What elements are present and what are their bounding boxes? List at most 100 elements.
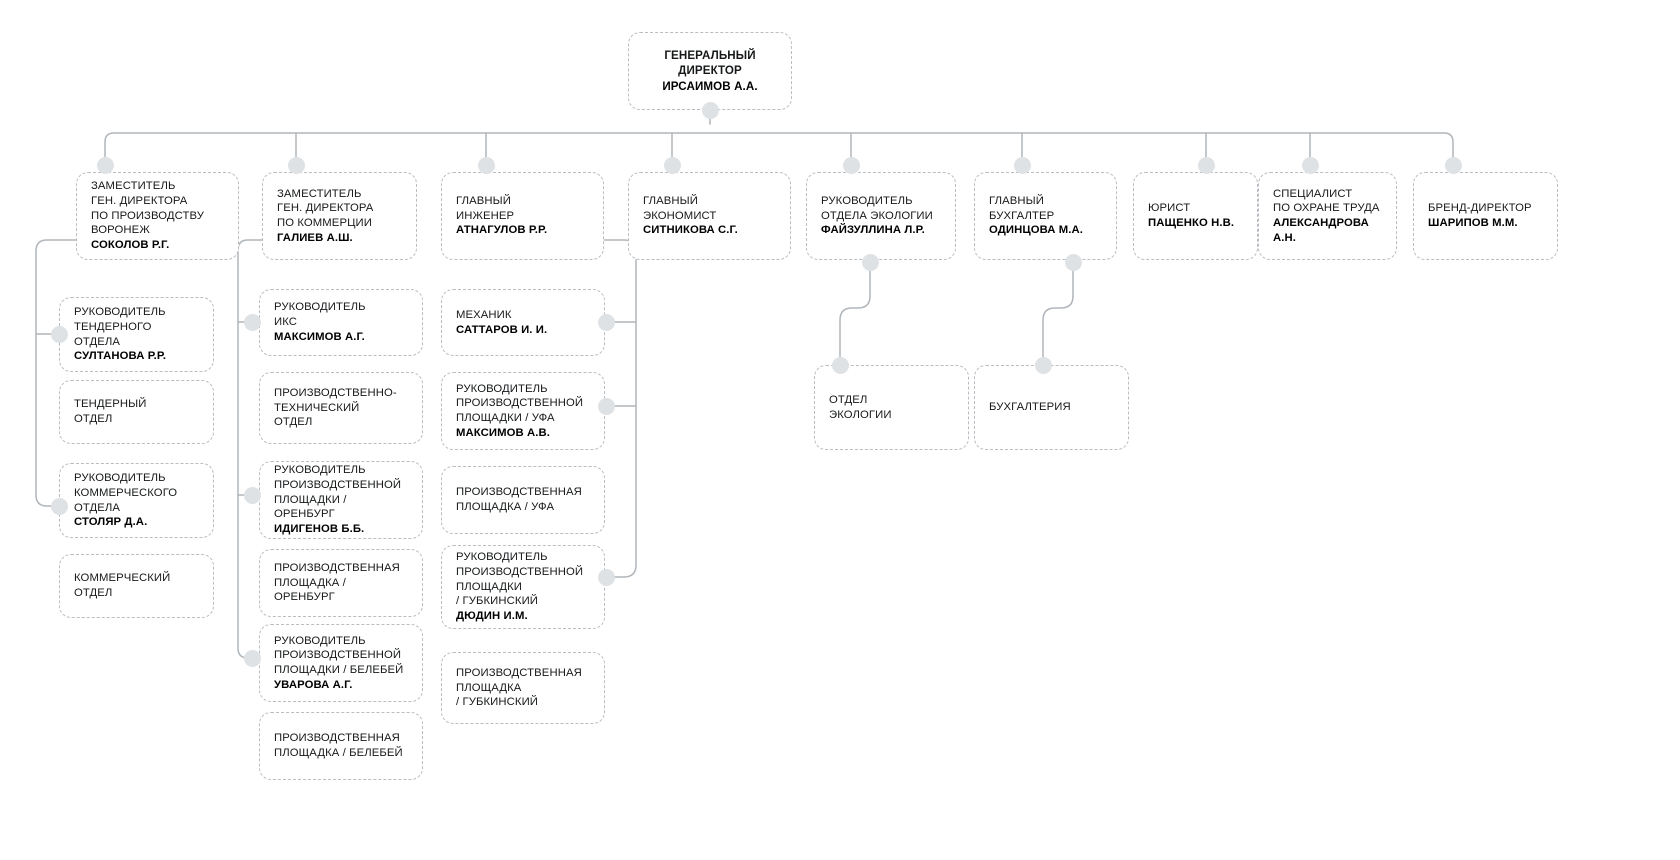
org-node-site-orenburg[interactable]: ПРОИЗВОДСТВЕННАЯ ПЛОЩАДКА / ОРЕНБУРГ — [259, 549, 423, 617]
org-node-deputy-commerce[interactable]: ЗАМЕСТИТЕЛЬ ГЕН. ДИРЕКТОРА ПО КОММЕРЦИИ Г… — [262, 172, 417, 260]
org-node-person-deputy-production-voronezh: СОКОЛОВ Р.Г. — [91, 239, 170, 251]
org-node-text-deputy-commerce: ЗАМЕСТИТЕЛЬ ГЕН. ДИРЕКТОРА ПО КОММЕРЦИИ Г… — [263, 187, 416, 246]
org-node-role-deputy-production-voronezh: ЗАМЕСТИТЕЛЬ ГЕН. ДИРЕКТОРА ПО ПРОИЗВОДСТ… — [91, 180, 205, 237]
org-node-text-chief-engineer: ГЛАВНЫЙ ИНЖЕНЕР АТНАГУЛОВ Р.Р. — [442, 194, 603, 238]
org-node-person-head-site-belebey: УВАРОВА А.Г. — [274, 678, 353, 691]
org-node-person-chief-engineer: АТНАГУЛОВ Р.Р. — [456, 224, 548, 237]
connector-dot-labor-safety-specialist — [1301, 156, 1319, 174]
org-node-text-head-site-belebey: РУКОВОДИТЕЛЬ ПРОИЗВОДСТВЕННОЙ ПЛОЩАДКИ /… — [260, 634, 422, 693]
org-node-head-site-ufa[interactable]: РУКОВОДИТЕЛЬ ПРОИЗВОДСТВЕННОЙ ПЛОЩАДКИ /… — [441, 372, 605, 450]
org-node-role-lawyer: ЮРИСТ — [1148, 202, 1191, 215]
org-node-site-ufa[interactable]: ПРОИЗВОДСТВЕННАЯ ПЛОЩАДКА / УФА — [441, 466, 605, 534]
org-node-ecology-dept[interactable]: ОТДЕЛ ЭКОЛОГИИ — [814, 365, 969, 450]
org-node-role-tender-dept: ТЕНДЕРНЫЙ ОТДЕЛ — [74, 398, 147, 425]
org-node-commercial-dept[interactable]: КОММЕРЧЕСКИЙ ОТДЕЛ — [59, 554, 214, 618]
connector-dot-head-tender-dept — [50, 325, 68, 343]
org-node-role-head-site-belebey: РУКОВОДИТЕЛЬ ПРОИЗВОДСТВЕННОЙ ПЛОЩАДКИ /… — [274, 634, 404, 676]
org-node-text-site-gubkinsky: ПРОИЗВОДСТВЕННАЯ ПЛОЩАДКА / ГУБКИНСКИЙ — [442, 666, 604, 710]
org-node-person-head-iks: МАКСИМОВ А.Г. — [274, 330, 365, 343]
org-node-production-technical-dept[interactable]: ПРОИЗВОДСТВЕННО- ТЕХНИЧЕСКИЙ ОТДЕЛ — [259, 372, 423, 444]
org-node-role-deputy-commerce: ЗАМЕСТИТЕЛЬ ГЕН. ДИРЕКТОРА ПО КОММЕРЦИИ — [277, 187, 374, 229]
org-node-text-accounting-dept: БУХГАЛТЕРИЯ — [975, 400, 1128, 415]
org-node-text-ecology-dept: ОТДЕЛ ЭКОЛОГИИ — [815, 393, 968, 422]
org-node-tender-dept[interactable]: ТЕНДЕРНЫЙ ОТДЕЛ — [59, 380, 214, 444]
org-node-person-brand-director: ШАРИПОВ М.М. — [1428, 217, 1518, 229]
org-node-site-belebey[interactable]: ПРОИЗВОДСТВЕННАЯ ПЛОЩАДКА / БЕЛЕБЕЙ — [259, 712, 423, 780]
connector-dot-ecology-source — [861, 253, 879, 271]
org-node-chief-engineer[interactable]: ГЛАВНЫЙ ИНЖЕНЕР АТНАГУЛОВ Р.Р. — [441, 172, 604, 260]
org-node-head-site-gubkinsky[interactable]: РУКОВОДИТЕЛЬ ПРОИЗВОДСТВЕННОЙ ПЛОЩАДКИ /… — [441, 545, 605, 629]
connector-dot-head-commercial-dept — [50, 497, 68, 515]
org-node-site-gubkinsky[interactable]: ПРОИЗВОДСТВЕННАЯ ПЛОЩАДКА / ГУБКИНСКИЙ — [441, 652, 605, 724]
org-node-head-site-orenburg[interactable]: РУКОВОДИТЕЛЬ ПРОИЗВОДСТВЕННОЙ ПЛОЩАДКИ /… — [259, 461, 423, 539]
connector-dot-deputy-production-voronezh — [96, 156, 114, 174]
connector-dot-accounting-dept — [1034, 356, 1052, 374]
org-node-text-commercial-dept: КОММЕРЧЕСКИЙ ОТДЕЛ — [60, 571, 213, 600]
connector-dot-head-ecology-dept — [842, 156, 860, 174]
org-node-person-chief-accountant: ОДИНЦОВА М.А. — [989, 224, 1084, 237]
org-node-person-head-site-ufa: МАКСИМОВ А.В. — [456, 426, 550, 439]
org-node-text-brand-director: БРЕНД-ДИРЕКТОР ШАРИПОВ М.М. — [1414, 201, 1557, 230]
org-node-text-site-orenburg: ПРОИЗВОДСТВЕННАЯ ПЛОЩАДКА / ОРЕНБУРГ — [260, 561, 422, 605]
org-node-text-tender-dept: ТЕНДЕРНЫЙ ОТДЕЛ — [60, 397, 213, 426]
org-node-role-site-belebey: ПРОИЗВОДСТВЕННАЯ ПЛОЩАДКА / БЕЛЕБЕЙ — [274, 732, 403, 759]
connector-dot-chief-economist — [663, 156, 681, 174]
org-node-role-head-iks: РУКОВОДИТЕЛЬ ИКС — [274, 301, 366, 329]
org-node-role-head-ecology-dept: РУКОВОДИТЕЛЬ ОТДЕЛА ЭКОЛОГИИ — [821, 194, 933, 222]
connector-dot-head-site-orenburg — [243, 486, 261, 504]
org-node-text-head-site-gubkinsky: РУКОВОДИТЕЛЬ ПРОИЗВОДСТВЕННОЙ ПЛОЩАДКИ /… — [442, 550, 604, 623]
connector-dot-accounting-source — [1064, 253, 1082, 271]
org-node-text-mechanic: МЕХАНИК САТТАРОВ И. И. — [442, 308, 604, 337]
org-node-deputy-production-voronezh[interactable]: ЗАМЕСТИТЕЛЬ ГЕН. ДИРЕКТОРА ПО ПРОИЗВОДСТ… — [76, 172, 239, 260]
connector-dot-head-site-belebey — [243, 649, 261, 667]
org-node-person-ceo: ИРСАИМОВ А.А. — [662, 79, 758, 93]
org-node-lawyer[interactable]: ЮРИСТ ПАЩЕНКО Н.В. — [1133, 172, 1258, 260]
org-node-role-mechanic: МЕХАНИК — [456, 308, 512, 321]
org-node-person-mechanic: САТТАРОВ И. И. — [456, 323, 548, 336]
org-node-role-brand-director: БРЕНД-ДИРЕКТОР — [1428, 202, 1532, 215]
org-node-head-site-belebey[interactable]: РУКОВОДИТЕЛЬ ПРОИЗВОДСТВЕННОЙ ПЛОЩАДКИ /… — [259, 624, 423, 702]
org-node-mechanic[interactable]: МЕХАНИК САТТАРОВ И. И. — [441, 289, 605, 356]
connector-dot-brand-director — [1444, 156, 1462, 174]
connector-dot-chief-accountant — [1013, 156, 1031, 174]
org-node-role-site-orenburg: ПРОИЗВОДСТВЕННАЯ ПЛОЩАДКА / ОРЕНБУРГ — [274, 561, 400, 604]
org-node-text-head-site-orenburg: РУКОВОДИТЕЛЬ ПРОИЗВОДСТВЕННОЙ ПЛОЩАДКИ /… — [260, 463, 422, 536]
org-node-person-head-site-orenburg: ИДИГЕНОВ Б.Б. — [274, 523, 365, 535]
org-node-person-lawyer: ПАЩЕНКО Н.В. — [1148, 217, 1235, 229]
org-node-text-head-site-ufa: РУКОВОДИТЕЛЬ ПРОИЗВОДСТВЕННОЙ ПЛОЩАДКИ /… — [442, 382, 604, 441]
org-node-role-ceo: ГЕНЕРАЛЬНЫЙ ДИРЕКТОР — [664, 49, 756, 78]
connector-dot-head-site-gubkinsky — [597, 568, 615, 586]
org-node-accounting-dept[interactable]: БУХГАЛТЕРИЯ — [974, 365, 1129, 450]
org-node-text-deputy-production-voronezh: ЗАМЕСТИТЕЛЬ ГЕН. ДИРЕКТОРА ПО ПРОИЗВОДСТ… — [77, 179, 238, 252]
connector-dot-mechanic — [597, 313, 615, 331]
connector-dot-lawyer — [1197, 156, 1215, 174]
org-node-person-labor-safety-specialist: АЛЕКСАНДРОВА А.Н. — [1273, 217, 1369, 244]
org-node-brand-director[interactable]: БРЕНД-ДИРЕКТОР ШАРИПОВ М.М. — [1413, 172, 1558, 260]
org-node-text-site-belebey: ПРОИЗВОДСТВЕННАЯ ПЛОЩАДКА / БЕЛЕБЕЙ — [260, 731, 422, 760]
org-node-role-head-site-ufa: РУКОВОДИТЕЛЬ ПРОИЗВОДСТВЕННОЙ ПЛОЩАДКИ /… — [456, 382, 584, 424]
org-node-person-deputy-commerce: ГАЛИЕВ А.Ш. — [277, 231, 353, 244]
org-node-role-head-site-orenburg: РУКОВОДИТЕЛЬ ПРОИЗВОДСТВЕННОЙ ПЛОЩАДКИ /… — [274, 464, 402, 521]
org-node-role-chief-engineer: ГЛАВНЫЙ ИНЖЕНЕР — [456, 194, 515, 222]
org-node-role-ecology-dept: ОТДЕЛ ЭКОЛОГИИ — [829, 393, 892, 421]
org-node-role-production-technical-dept: ПРОИЗВОДСТВЕННО- ТЕХНИЧЕСКИЙ ОТДЕЛ — [274, 386, 397, 429]
connector-dot-ecology-dept — [831, 356, 849, 374]
org-node-role-head-commercial-dept: РУКОВОДИТЕЛЬ КОММЕРЧЕСКОГО ОТДЕЛА — [74, 472, 178, 514]
org-node-role-commercial-dept: КОММЕРЧЕСКИЙ ОТДЕЛ — [74, 572, 171, 599]
